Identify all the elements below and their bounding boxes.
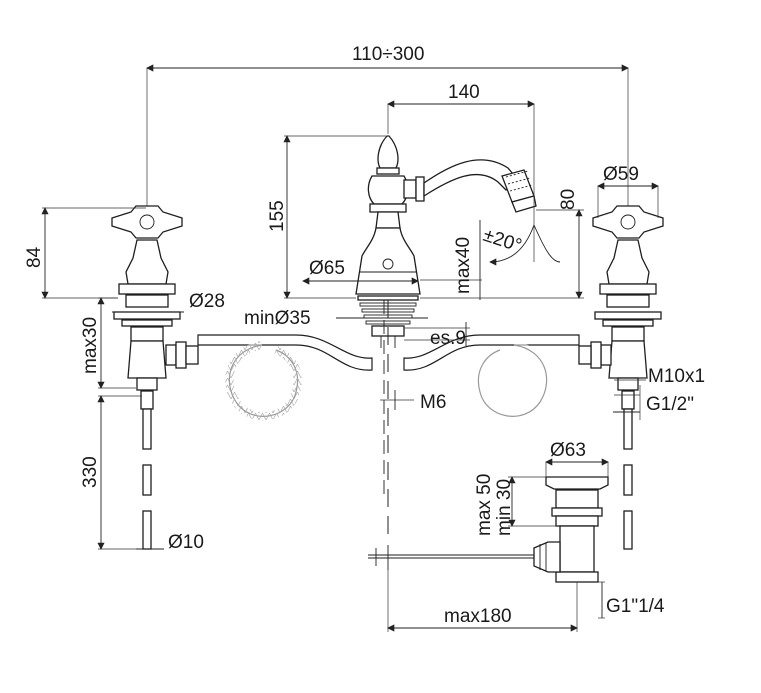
swivel-angle-label: ±20° (480, 225, 524, 257)
waste-height-max-label: max 50 (474, 474, 495, 536)
waste-height-min-label: min 30 (494, 479, 515, 536)
dimension-labels: 110÷300 140 155 80 ±20° Ø65 Ø59 84 Ø28 m… (24, 44, 705, 627)
hole-diameter-label: minØ35 (244, 308, 311, 329)
hose-diameter-label: Ø10 (168, 532, 204, 553)
rod-reach-label: max180 (444, 606, 512, 627)
handle-base-diameter-label: Ø28 (189, 291, 225, 312)
inlet-thread-label: G1/2" (646, 394, 694, 415)
waste-thread-label: G1"1/4 (606, 596, 665, 617)
left-flexible-hose (197, 334, 373, 421)
dimension-lines (41, 64, 659, 632)
right-flexible-hose (403, 334, 580, 421)
spout-base-diameter-label: Ø65 (309, 258, 345, 279)
pop-up-waste (533, 476, 609, 583)
deck-thickness-label: max30 (80, 317, 101, 374)
overall-width-label: 110÷300 (352, 44, 424, 65)
aerator-diameter-label: Ø59 (603, 164, 639, 185)
rod-thread-label: M6 (420, 392, 446, 413)
left-handle-valve (111, 68, 199, 550)
outlet-height-label: 80 (558, 189, 579, 210)
waste-diameter-label: Ø63 (550, 440, 586, 461)
connector-thread-label: M10x1 (648, 366, 705, 387)
spout-height-label: 155 (267, 200, 288, 232)
right-handle-valve (578, 68, 664, 550)
plate-thickness-label: es.9 (430, 328, 466, 349)
hose-length-label: 330 (80, 456, 101, 488)
spout-reach-label: 140 (448, 82, 480, 103)
handle-height-label: 84 (24, 246, 45, 268)
pop-up-height-label: max40 (453, 237, 474, 294)
